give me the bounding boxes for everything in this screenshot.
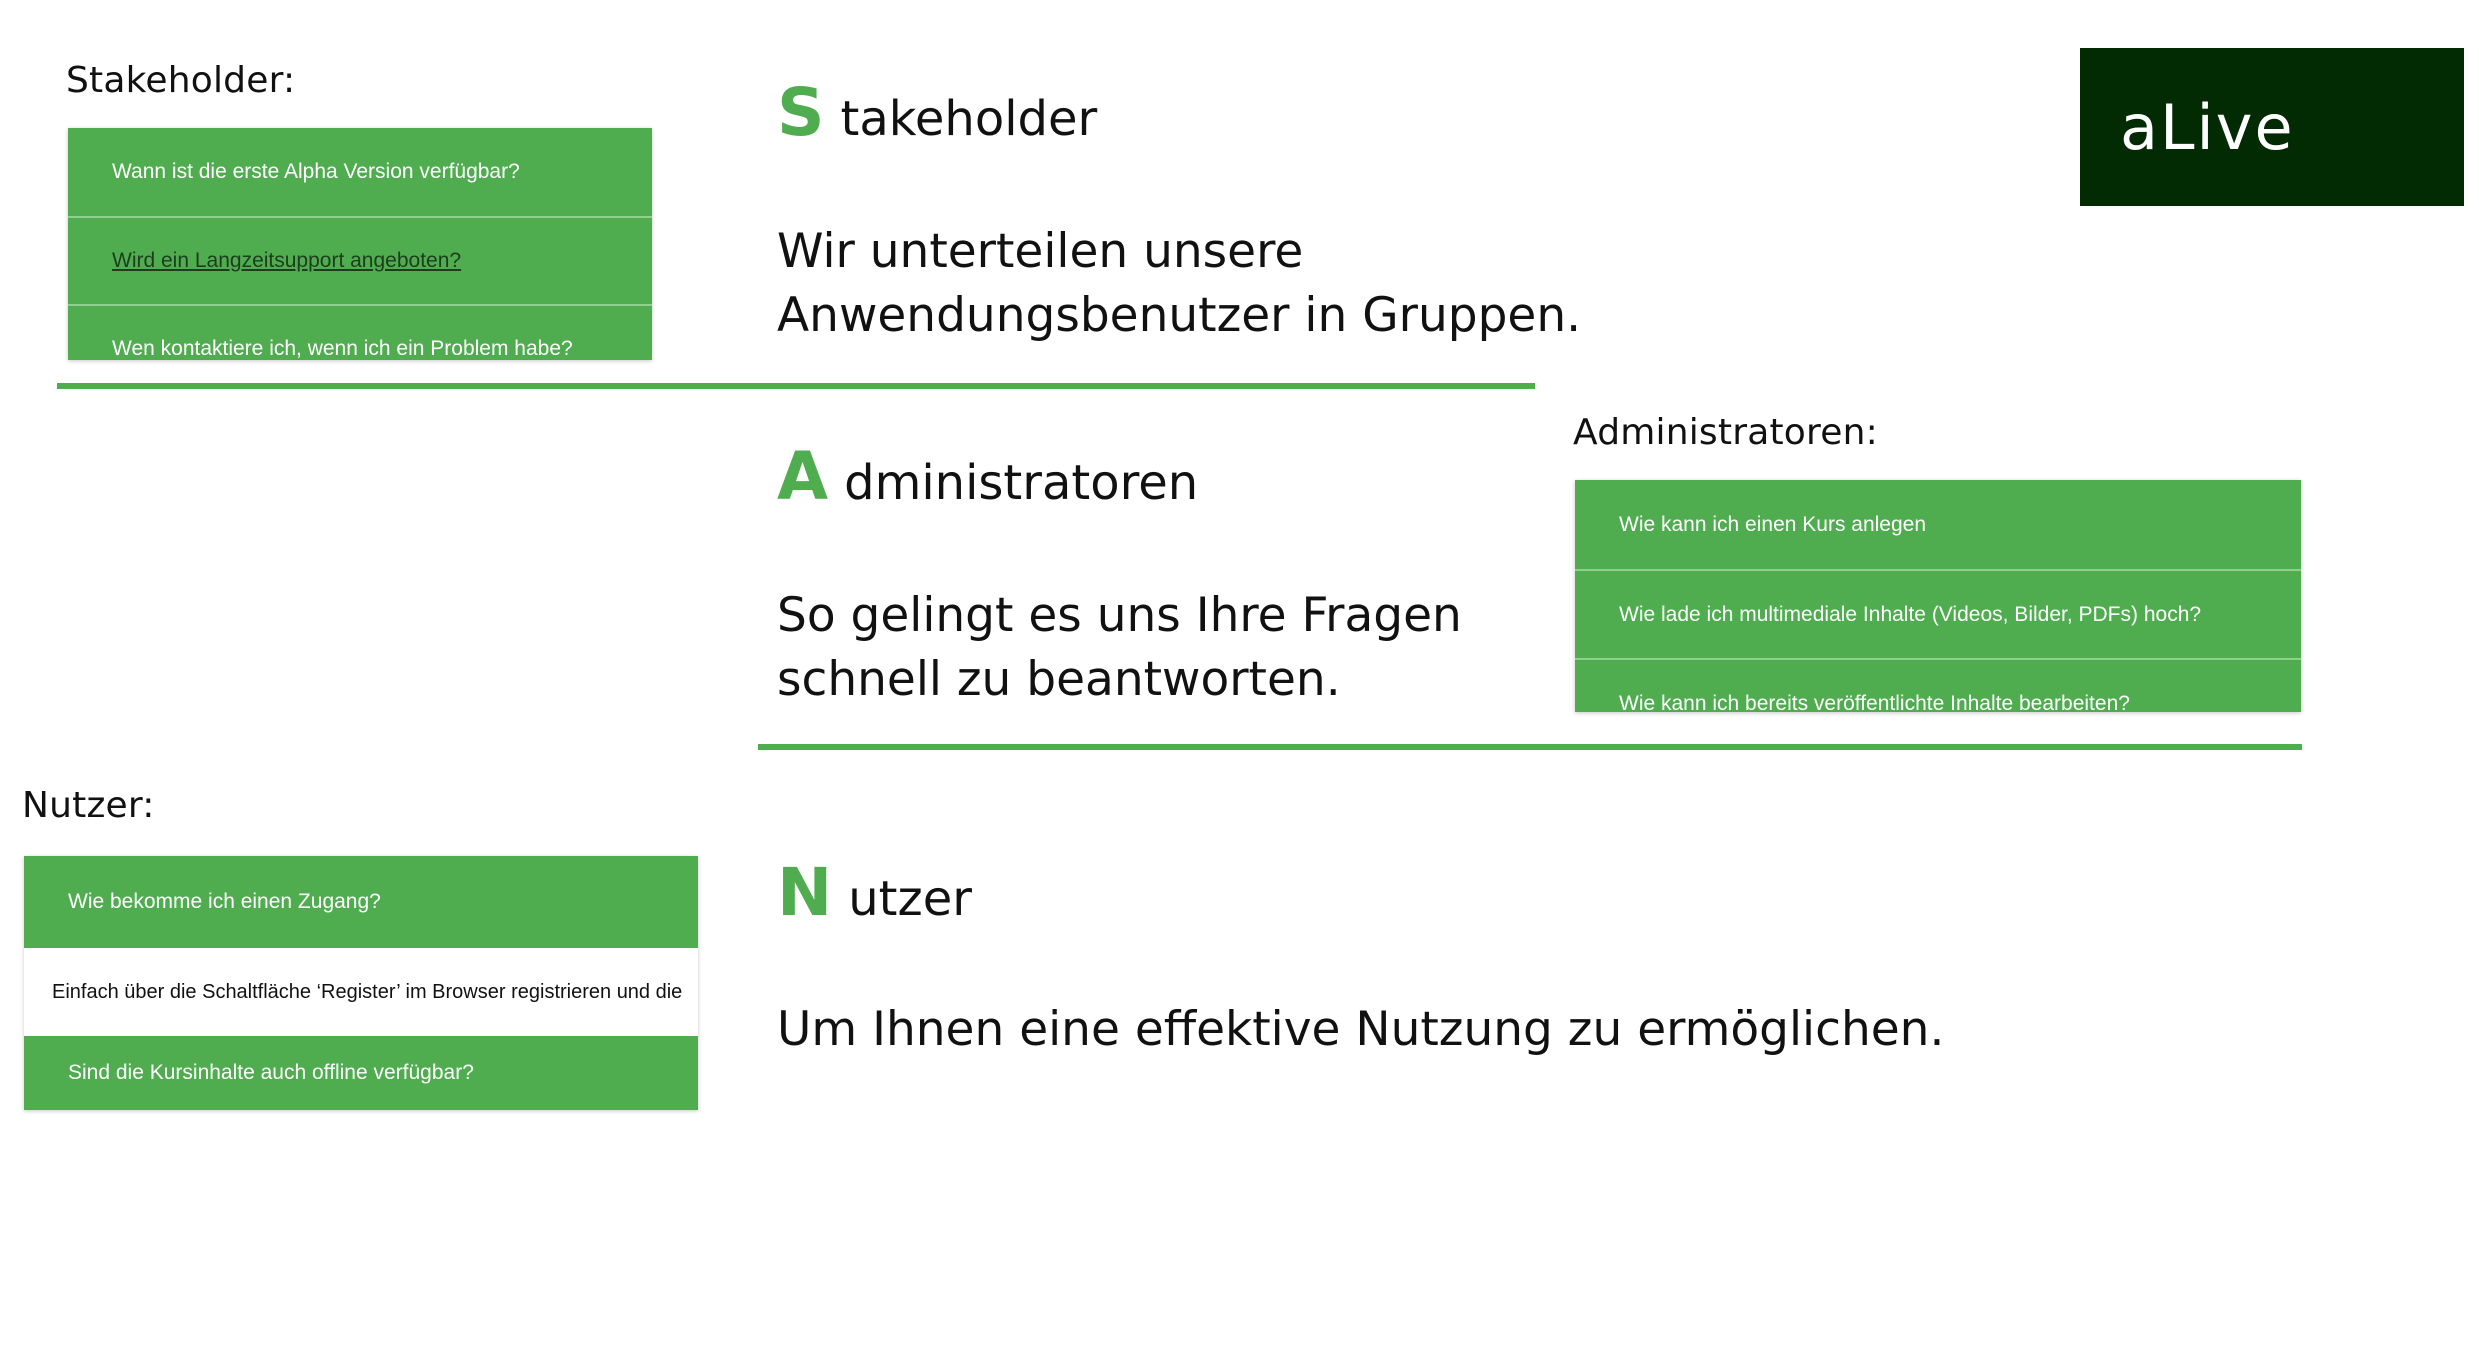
logo-text: aLive [2120,90,2295,164]
faq-item-upload-media[interactable]: Wie lade ich multimediale Inhalte (Video… [1575,569,2301,658]
faq-item-get-access[interactable]: Wie bekomme ich einen Zugang? [24,856,698,948]
alive-logo: aLive [2080,48,2464,206]
faq-item-long-term-support[interactable]: Wird ein Langzeitsupport angeboten? [68,216,652,304]
section-initial-a: A [777,438,829,515]
faq-item-contact[interactable]: Wen kontaktiere ich, wenn ich ein Proble… [68,304,652,360]
section-title-user: N utzer [777,860,972,926]
admin-faq-panel: Wie kann ich einen Kurs anlegen Wie lade… [1575,480,2301,712]
admin-panel-label: Administratoren: [1573,412,1878,453]
faq-answer-get-access: Einfach über die Schaltfläche ‘Register’… [24,948,698,1036]
faq-item-edit-content[interactable]: Wie kann ich bereits veröffentlichte Inh… [1575,658,2301,712]
section-title-rest: takeholder [840,91,1098,147]
section-desc-user: Um Ihnen eine effektive Nutzung zu ermög… [777,1002,1945,1057]
section-title-rest: utzer [848,871,972,927]
section-title-admin: A dministratoren [777,444,1198,510]
user-faq-panel: Wie bekomme ich einen Zugang? Einfach üb… [24,856,698,1110]
faq-item-create-course[interactable]: Wie kann ich einen Kurs anlegen [1575,480,2301,569]
stakeholder-faq-panel: Wann ist die erste Alpha Version verfügb… [68,128,652,360]
stakeholder-panel-label: Stakeholder: [66,60,296,101]
section-title-stakeholder: S takeholder [777,80,1097,146]
faq-item-offline-content[interactable]: Sind die Kursinhalte auch offline verfüg… [24,1036,698,1110]
section-desc-stakeholder: Wir unterteilen unsere Anwendungsbenutze… [777,224,1582,343]
section-title-rest: dministratoren [844,455,1199,511]
faq-item-alpha-version[interactable]: Wann ist die erste Alpha Version verfügb… [68,128,652,216]
divider-line [57,383,1535,389]
section-desc-admin: So gelingt es uns Ihre Fragen schnell zu… [777,588,1462,707]
section-initial-s: S [777,74,825,151]
divider-line [758,744,2302,750]
user-panel-label: Nutzer: [22,785,155,826]
section-initial-n: N [777,854,833,931]
